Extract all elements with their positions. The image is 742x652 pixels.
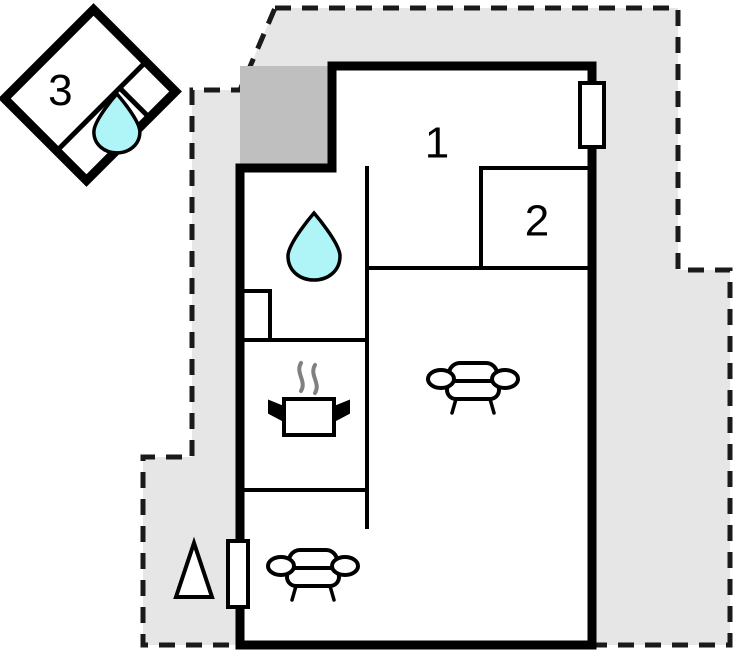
terrace-fill: [240, 66, 332, 168]
sofa-leg-left: [290, 584, 298, 602]
sofa-icon: [266, 548, 360, 602]
water-drop-icon: [286, 210, 342, 282]
sofa-leg-right: [488, 397, 496, 415]
sofa-seat: [285, 566, 341, 588]
window-left-wall: [226, 539, 250, 609]
room-3-unit: 3: [0, 3, 182, 187]
room-3-divider-horizontal: [54, 59, 148, 153]
window-right-wall: [578, 81, 606, 149]
sofa-arm-right: [330, 555, 360, 577]
pot-handle-left: [268, 399, 285, 423]
windows: [226, 81, 606, 609]
sofa-arm-left: [426, 368, 456, 390]
pot-handle-right: [333, 399, 350, 423]
room-label-2: 2: [525, 197, 549, 246]
water-drop-shape: [286, 210, 342, 282]
tree-triangle: [173, 536, 215, 599]
cooking-pot-icon: [268, 361, 350, 437]
steam-wisp-left: [297, 361, 305, 393]
room-3-divider-vertical: [117, 86, 152, 120]
sofa-icon: [426, 361, 520, 415]
sofa-seat: [445, 379, 501, 401]
building-interior-fill: [240, 66, 592, 645]
interior-wall-bath-notch: [238, 289, 272, 342]
building-footprint: [240, 66, 592, 645]
sofa-arm-left: [266, 555, 296, 577]
room-3-outline: [0, 3, 182, 187]
sofa-arm-right: [490, 368, 520, 390]
terrace-area: [240, 66, 332, 168]
room-label-1: 1: [425, 119, 449, 168]
sofa-leg-left: [450, 397, 458, 415]
room-label-3: 3: [48, 66, 72, 115]
interior-walls: [238, 166, 594, 529]
exterior-walls: [235, 61, 597, 650]
sofa-leg-right: [328, 584, 336, 602]
water-drop-shape: [92, 91, 142, 155]
pot-body: [282, 397, 336, 437]
water-drop-icon: [92, 91, 142, 155]
tree-icon: [173, 536, 215, 599]
steam-wisp-right: [311, 363, 319, 395]
